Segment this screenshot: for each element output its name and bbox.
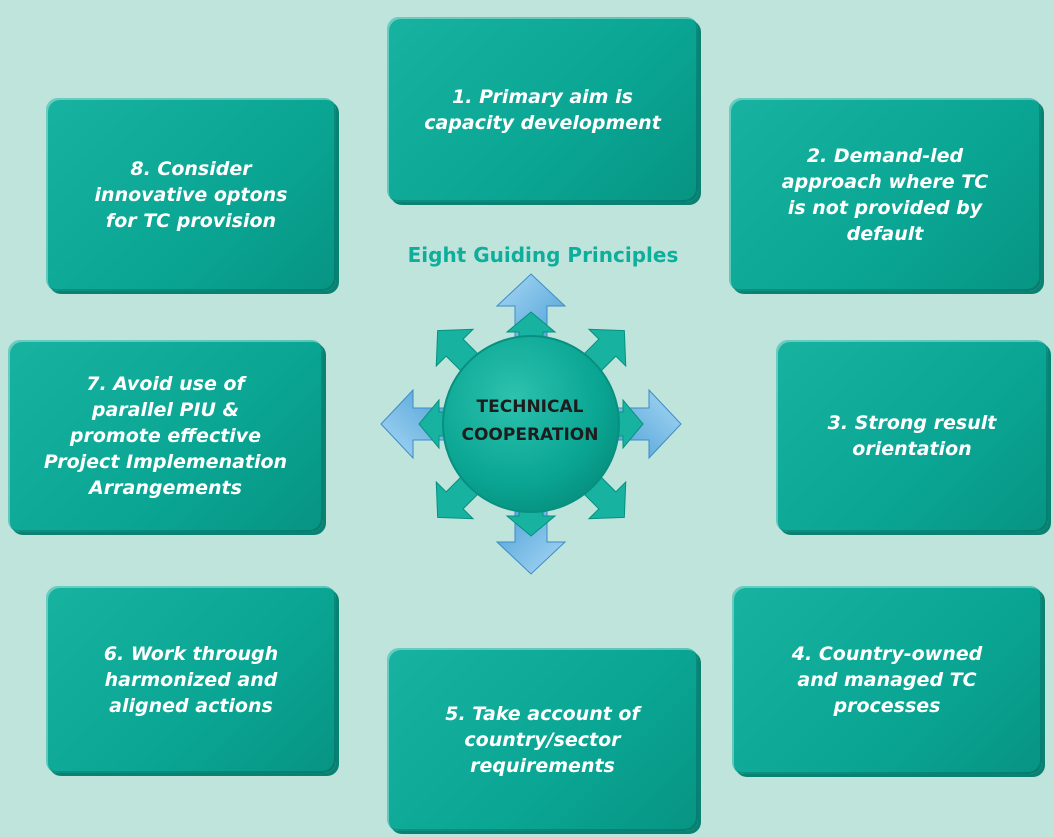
principle-text-1: 1. Primary aim is capacity development	[424, 85, 661, 134]
principle-box-4: 4. Country-owned and managed TC processe…	[732, 586, 1042, 774]
principle-box-8: 8. Consider innovative optons for TC pro…	[46, 98, 336, 291]
principle-box-2: 2. Demand-led approach where TC is not p…	[729, 98, 1041, 291]
hub-circle	[442, 335, 620, 513]
principle-box-7: 7. Avoid use of parallel PIU & promote e…	[8, 340, 323, 532]
principle-text-4: 4. Country-owned and managed TC processe…	[791, 643, 983, 717]
diagram-heading: Eight Guiding Principles	[407, 243, 679, 267]
principle-text-8: 8. Consider innovative optons for TC pro…	[94, 157, 288, 232]
principle-text-7: 7. Avoid use of parallel PIU & promote e…	[43, 373, 288, 499]
principle-text-2: 2. Demand-led approach where TC is not p…	[781, 144, 989, 245]
principle-text-3: 3. Strong result orientation	[827, 412, 997, 460]
principle-text-6: 6. Work through harmonized and aligned a…	[103, 642, 279, 717]
principle-text-5: 5. Take account of country/sector requir…	[445, 702, 640, 777]
principle-box-6: 6. Work through harmonized and aligned a…	[46, 586, 336, 773]
principle-box-5: 5. Take account of country/sector requir…	[387, 648, 698, 831]
principle-box-3: 3. Strong result orientation	[776, 340, 1048, 532]
principle-box-1: 1. Primary aim is capacity development	[387, 17, 698, 202]
hub-label: TECHNICAL COOPERATION	[461, 397, 599, 445]
